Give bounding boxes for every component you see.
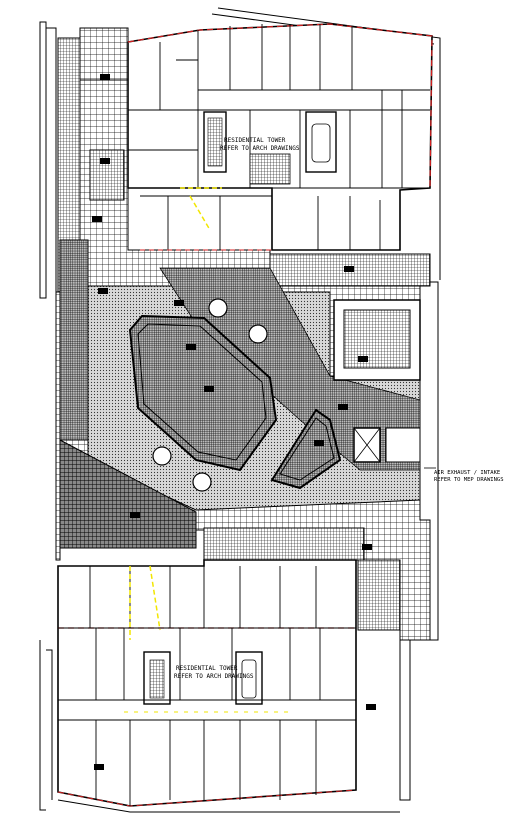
north-tower-note-1: RESIDENTIAL TOWER bbox=[224, 137, 286, 144]
left-planting-strip bbox=[59, 239, 89, 441]
exhaust-note-2: REFER TO MEP DRAWINGS bbox=[434, 477, 504, 483]
pool-small bbox=[270, 408, 342, 490]
east-courtyard bbox=[333, 299, 421, 463]
exhaust-note-1: AIR EXHAUST / INTAKE bbox=[434, 470, 500, 476]
lower-planting-zone bbox=[59, 439, 197, 549]
south-tower-note-2: REFER TO ARCH DRAWINGS bbox=[174, 673, 254, 680]
pool-small-inner bbox=[279, 417, 335, 481]
plaza-tags bbox=[98, 288, 368, 446]
south-tower bbox=[57, 512, 376, 807]
pool-large bbox=[128, 314, 278, 472]
north-tower-note-2: REFER TO ARCH DRAWINGS bbox=[220, 145, 300, 152]
north-tower bbox=[92, 23, 433, 272]
south-tower-note-1: RESIDENTIAL TOWER bbox=[176, 665, 238, 672]
pool-large-inner bbox=[137, 323, 267, 461]
round-planters bbox=[152, 298, 268, 492]
